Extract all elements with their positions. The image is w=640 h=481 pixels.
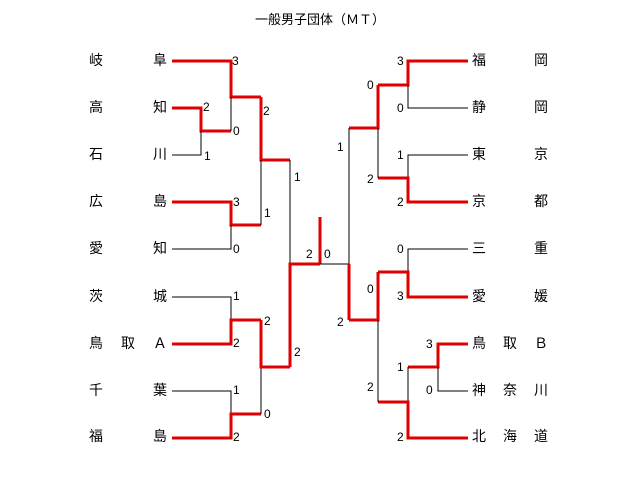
score-label: 2 [306, 247, 313, 261]
score-label: 2 [397, 195, 404, 209]
page-title: 一般男子団体（ＭＴ） [254, 13, 385, 28]
bracket-line-l-semi-bottom [288, 262, 320, 367]
score-label: 3 [397, 289, 404, 303]
score-label: 1 [294, 170, 301, 184]
team-char: 取 [121, 336, 135, 352]
bracket-line-tottori-a [172, 318, 261, 346]
score-label: 2 [203, 100, 210, 114]
team-char: 広 [89, 194, 103, 210]
team-char: 島 [153, 429, 167, 445]
score-label: 0 [397, 242, 404, 256]
team-char: 重 [534, 241, 548, 257]
team-char: 茨 [89, 289, 103, 305]
score-label: 2 [337, 315, 344, 329]
score-label: 0 [324, 247, 331, 261]
team-char: 高 [89, 100, 103, 116]
team-char: 京 [534, 147, 548, 163]
score-label: 3 [397, 54, 404, 68]
bracket-line-ehime [378, 270, 468, 299]
bracket-line-hokkaido [378, 400, 468, 440]
score-label: 1 [233, 289, 240, 303]
team-char: Ｂ [534, 336, 548, 352]
bracket-line-tottori-b [408, 342, 468, 369]
score-label: 0 [264, 407, 271, 421]
bracket-line-fukushima [172, 412, 261, 440]
score-label: 1 [397, 360, 404, 374]
bracket-line-gifu [172, 59, 261, 99]
score-label: 2 [263, 104, 270, 118]
score-label: 2 [367, 172, 374, 186]
team-char: 北 [472, 429, 486, 445]
bracket-line-kochi [172, 106, 231, 133]
team-char: 都 [534, 194, 548, 210]
score-label: 0 [367, 78, 374, 92]
team-char: 神 [472, 383, 486, 399]
score-label: 2 [367, 380, 374, 394]
team-char: 取 [503, 336, 517, 352]
team-char: 京 [472, 194, 486, 210]
team-char: 海 [503, 429, 517, 445]
bracket-line-shizuoka [407, 85, 468, 109]
bracket-line-kanagawa [437, 367, 468, 392]
score-label: 0 [233, 242, 240, 256]
team-char: 城 [153, 289, 167, 305]
score-label: 1 [337, 140, 344, 154]
score-label: 3 [233, 195, 240, 209]
bracket-line-ehime-r2 [349, 272, 380, 322]
team-char: 葉 [153, 383, 167, 399]
bracket-line-kyoto [378, 176, 468, 204]
score-label: 0 [426, 383, 433, 397]
score-label: 0 [397, 101, 404, 115]
team-char: 岡 [534, 53, 548, 69]
team-char: 東 [472, 147, 486, 163]
score-label: 3 [232, 54, 239, 68]
team-char: 岡 [534, 100, 548, 116]
team-char: 知 [153, 241, 167, 257]
team-char: 福 [89, 429, 103, 445]
score-label: 1 [264, 206, 271, 220]
team-char: 道 [534, 429, 548, 445]
bracket-line-fukuoka [378, 59, 468, 87]
team-char: Ａ [153, 336, 167, 352]
score-label: 3 [426, 337, 433, 351]
bracket-line-tottori-a-r2 [259, 320, 290, 369]
score-label: 2 [264, 314, 271, 328]
team-char: 千 [89, 383, 103, 399]
bracket-line-ibaraki [172, 296, 232, 320]
team-char: 知 [153, 100, 167, 116]
team-char: 愛 [472, 289, 486, 305]
score-label: 2 [397, 430, 404, 444]
bracket-line-chiba [172, 390, 232, 414]
team-char: 鳥 [89, 336, 103, 352]
bracket-line-aichi [172, 225, 232, 250]
team-char: 媛 [534, 289, 548, 305]
team-char: 岐 [89, 53, 103, 69]
bracket-line-mie [407, 248, 468, 272]
team-char: 川 [153, 147, 167, 163]
score-label: 2 [233, 430, 240, 444]
team-char: 鳥 [472, 336, 486, 352]
bracket-line-ishikawa [172, 131, 202, 156]
bracket-line-r-semi-top [320, 128, 350, 265]
score-label: 1 [233, 383, 240, 397]
team-char: 石 [89, 147, 103, 163]
score-label: 2 [233, 336, 240, 350]
score-label: 0 [367, 282, 374, 296]
score-label: 1 [397, 148, 404, 162]
team-char: 奈 [503, 383, 517, 399]
team-char: 川 [534, 383, 548, 399]
team-char: 福 [472, 53, 486, 69]
score-label: 2 [294, 345, 301, 359]
team-char: 愛 [89, 241, 103, 257]
bracket-line-hiroshima [172, 200, 261, 227]
team-char: 三 [472, 241, 486, 257]
score-label: 0 [233, 124, 240, 138]
team-char: 静 [472, 100, 486, 116]
score-label: 1 [204, 149, 211, 163]
bracket-line-tokyo [407, 154, 468, 178]
team-char: 島 [153, 194, 167, 210]
team-char: 阜 [153, 53, 167, 69]
